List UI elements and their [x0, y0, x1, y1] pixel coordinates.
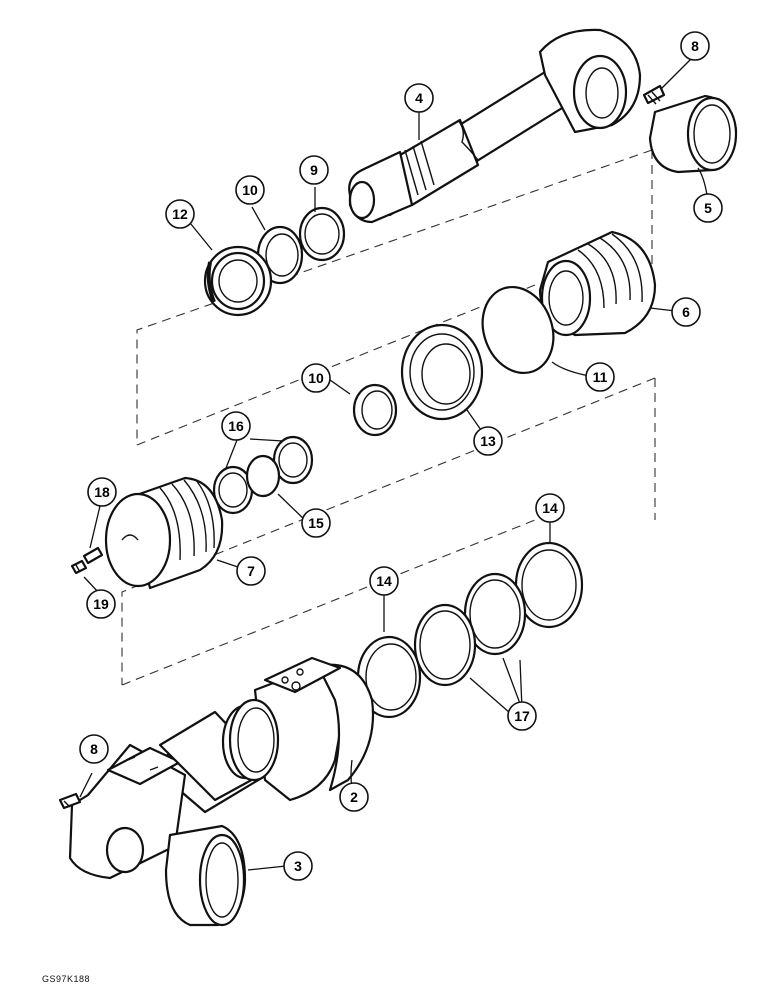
callout-16: 16	[221, 411, 251, 441]
callout-14-right: 14	[535, 493, 565, 523]
svg-text:11: 11	[593, 369, 608, 385]
rings-16	[212, 435, 314, 515]
callout-6: 6	[671, 297, 701, 327]
ring-14-right	[514, 541, 584, 629]
svg-text:14: 14	[542, 500, 558, 516]
svg-text:3: 3	[294, 858, 302, 874]
svg-text:15: 15	[308, 515, 324, 531]
callout-11: 11	[585, 362, 615, 392]
pin-18	[82, 546, 104, 565]
ring-9	[298, 206, 346, 262]
callouts: 4 8 5 6 11 13 9 10 12 10 16 15 7 18 19 1…	[79, 31, 723, 881]
callout-12: 12	[165, 199, 195, 229]
piston-rod	[348, 28, 642, 224]
callout-15: 15	[301, 508, 331, 538]
svg-text:12: 12	[172, 206, 188, 222]
set-screw-19	[70, 559, 88, 575]
bushing-base	[164, 824, 247, 927]
assembly-guide-lines	[121, 149, 656, 686]
svg-text:10: 10	[308, 370, 324, 386]
callout-5: 5	[693, 193, 723, 223]
callout-2: 2	[339, 782, 369, 812]
svg-text:13: 13	[480, 433, 496, 449]
callout-17: 17	[507, 701, 537, 731]
grease-fitting-top	[642, 84, 666, 105]
callout-14-left: 14	[369, 566, 399, 596]
svg-text:9: 9	[310, 162, 318, 178]
svg-text:18: 18	[94, 484, 110, 500]
svg-text:5: 5	[704, 200, 712, 216]
svg-text:10: 10	[242, 182, 258, 198]
piston	[104, 476, 224, 590]
callout-8-top: 8	[680, 31, 710, 61]
svg-text:16: 16	[228, 418, 244, 434]
svg-text:19: 19	[93, 596, 109, 612]
svg-text:7: 7	[247, 563, 255, 579]
callout-13: 13	[473, 426, 503, 456]
ring-14-left	[356, 635, 422, 719]
seal-13	[400, 323, 484, 421]
svg-text:6: 6	[682, 304, 690, 320]
callout-18: 18	[87, 477, 117, 507]
cylinder-barrel	[68, 656, 375, 880]
o-ring-11	[481, 285, 555, 375]
svg-text:14: 14	[376, 573, 392, 589]
callout-10-upper: 10	[235, 175, 265, 205]
ring-10-lower	[352, 383, 398, 437]
svg-text:4: 4	[415, 90, 423, 106]
svg-text:8: 8	[90, 741, 98, 757]
callout-7: 7	[236, 556, 266, 586]
svg-text:17: 17	[514, 708, 530, 724]
grease-fitting-bottom	[58, 792, 82, 810]
bushing-rod-end	[648, 94, 738, 174]
callout-19: 19	[86, 589, 116, 619]
seal-12	[203, 245, 273, 317]
callout-10-lower: 10	[301, 363, 331, 393]
callout-8-bottom: 8	[79, 734, 109, 764]
figure-id: GS97K188	[42, 974, 91, 984]
callout-4: 4	[404, 83, 434, 113]
svg-text:8: 8	[691, 38, 699, 54]
gland	[538, 230, 657, 337]
svg-text:2: 2	[350, 789, 358, 805]
callout-9: 9	[299, 155, 329, 185]
rings-17	[413, 572, 527, 687]
callout-3: 3	[283, 851, 313, 881]
o-ring-15	[245, 454, 281, 498]
